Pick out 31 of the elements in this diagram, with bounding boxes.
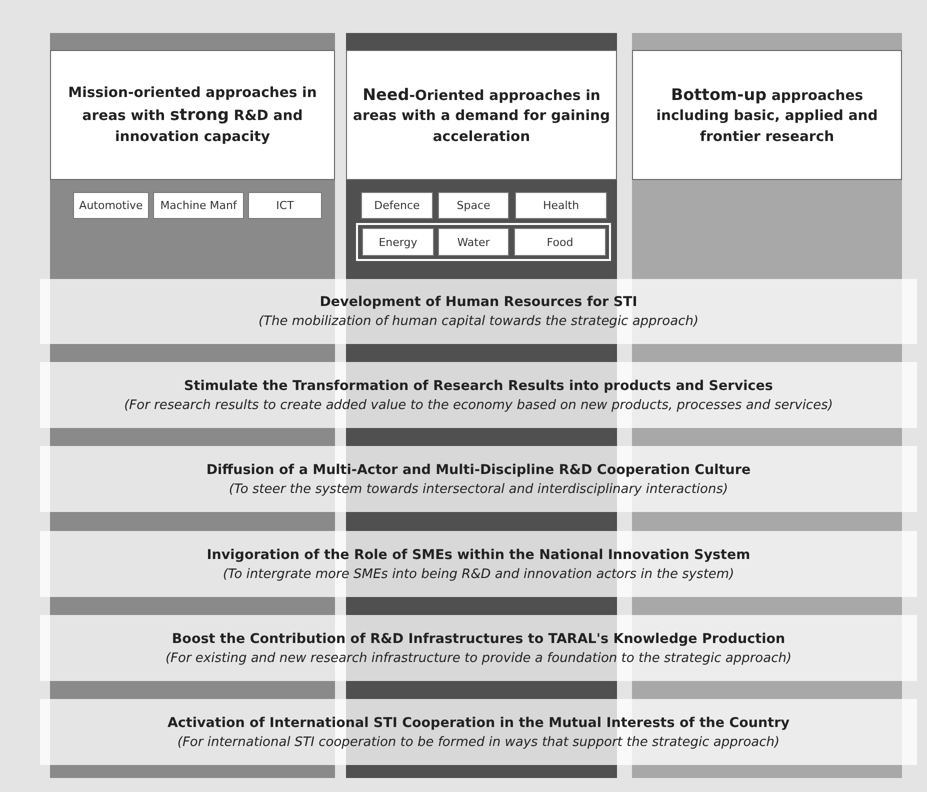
sector-box: Water — [438, 228, 509, 256]
sector-box: Space — [438, 192, 509, 219]
objective-band — [40, 362, 917, 428]
band-title: Boost the Contribution of R&D Infrastructures to TARAL's Knowledge Production — [172, 630, 786, 646]
header-box: Need-Oriented approaches in areas with a demand for gaining acceleration — [346, 50, 617, 180]
band-title: Development of Human Resources for STI — [320, 294, 638, 310]
sector-box: Machine Manf — [153, 192, 244, 219]
group-box — [356, 223, 611, 261]
band-description: (For international STI cooperation to be formed in ways that support the strategic approach) — [177, 734, 780, 750]
band-title: Activation of International STI Cooperation in the Mutual Interests of the Country — [167, 714, 790, 730]
header-box: Mission-oriented approaches in areas with strong R&D and innovation capacity — [50, 50, 335, 180]
header-box: Bottom-up approaches including basic, applied and frontier research — [632, 50, 902, 180]
band-description: (For research results to create added value to the economy based on new products, processes and services) — [124, 398, 833, 412]
band-title: Invigoration of the Role of SMEs within the National Innovation System — [206, 546, 750, 562]
sector-box: Health — [515, 192, 607, 219]
band-description: (The mobilization of human capital towards the strategic approach) — [258, 314, 699, 329]
objective-band — [40, 446, 917, 512]
objective-band — [40, 699, 917, 765]
sector-box: ICT — [248, 192, 322, 219]
band-title: Diffusion of a Multi-Actor and Multi-Discipline R&D Cooperation Culture — [206, 462, 751, 478]
sector-box: Food — [514, 228, 606, 256]
objective-band — [40, 279, 917, 344]
sector-box: Automotive — [73, 192, 149, 219]
band-description: (For existing and new research infrastructure to provide a foundation to the strategic approach) — [165, 650, 792, 666]
band-description: (To steer the system towards intersectoral and interdisciplinary interactions) — [228, 482, 728, 496]
objective-band — [40, 615, 917, 681]
sector-box: Defence — [361, 192, 433, 219]
objective-band — [40, 531, 917, 597]
sector-box: Energy — [362, 228, 434, 256]
band-description: (To intergrate more SMEs into being R&D and innovation actors in the system) — [222, 566, 734, 582]
band-title: Stimulate the Transformation of Research Results into products and Services — [184, 378, 773, 394]
